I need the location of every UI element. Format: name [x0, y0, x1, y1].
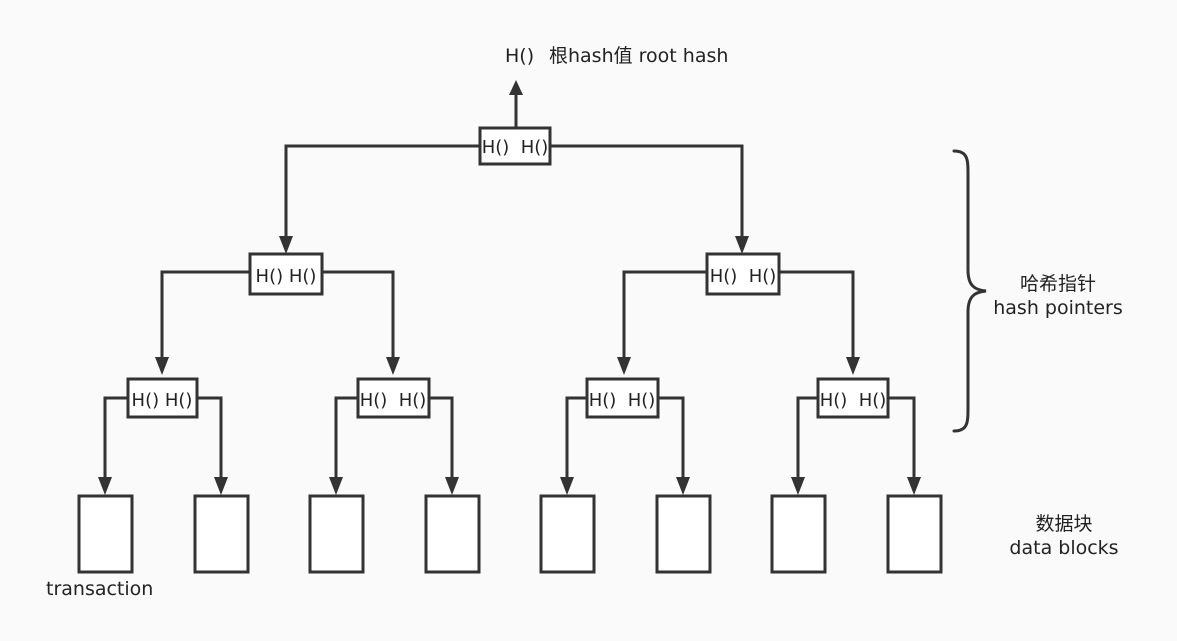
root-hash-description: 根hash值 root hash: [549, 45, 728, 67]
data-block-4: [424, 494, 481, 574]
level2-node-right-text: H() H(): [710, 266, 777, 287]
root-up-arrow: [509, 80, 523, 128]
level2-node-left-text: H() H(): [256, 266, 317, 287]
hash-pointers-label-en: hash pointers: [993, 297, 1123, 319]
data-block-3: [308, 494, 365, 574]
data-blocks-label-en: data blocks: [1009, 537, 1118, 559]
level2-node-right: H() H(): [705, 252, 781, 296]
data-block-8: [886, 494, 943, 574]
hash-pointer-connectors: [103, 144, 916, 487]
arrowheads: [98, 236, 921, 495]
level3-node-1-text: H() H(): [132, 390, 193, 411]
level3-node-2-text: H() H(): [360, 390, 427, 411]
root-node-text: H() H(): [482, 137, 549, 158]
level3-node-2: H() H(): [356, 377, 431, 419]
data-block-5: [539, 494, 596, 574]
level3-node-4: H() H(): [816, 377, 890, 419]
level3-node-4-text: H() H(): [820, 390, 887, 411]
data-block-6: [655, 494, 712, 574]
level3-node-1: H() H(): [126, 377, 199, 419]
transaction-label: transaction: [46, 578, 153, 600]
data-block-7: [770, 494, 827, 574]
curly-brace: [952, 149, 987, 433]
root-hash-node: H() H(): [478, 126, 552, 166]
data-blocks-label-zh: 数据块: [1035, 513, 1092, 535]
level2-node-left: H() H(): [248, 252, 324, 296]
level3-node-3-text: H() H(): [589, 390, 656, 411]
data-block-2: [193, 494, 250, 574]
data-block-1: [77, 494, 134, 574]
root-hash-h-label: H(): [505, 45, 534, 67]
data-blocks: [77, 494, 943, 574]
hash-pointers-label-zh: 哈希指针: [1020, 273, 1096, 295]
level3-node-3: H() H(): [585, 377, 660, 419]
